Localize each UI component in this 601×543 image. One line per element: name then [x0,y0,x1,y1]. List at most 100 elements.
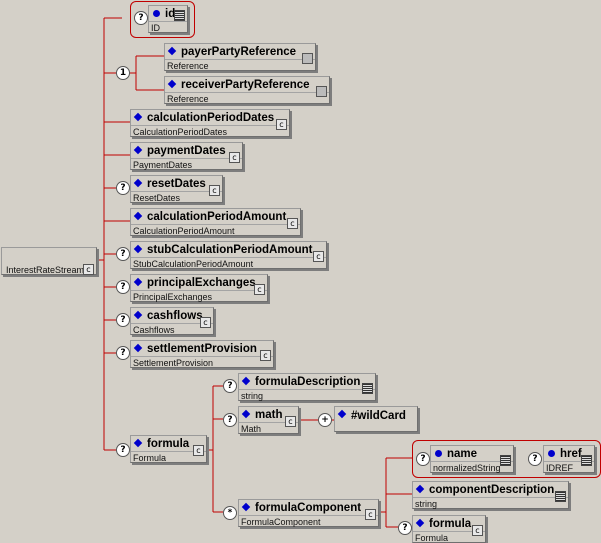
element-settlementProvision[interactable]: settlementProvision SettlementProvision … [130,340,274,368]
optional-indicator-icon: ? [116,280,130,294]
element-bullet-icon [133,211,143,221]
element-bullet-icon [133,145,143,155]
element-type: ResetDates [133,193,181,203]
element-name: componentDescription [429,484,555,496]
element-type: Formula [415,533,449,543]
complex-type-icon: c [209,185,220,196]
element-name: stubCalculationPeriodAmount [147,244,313,256]
element-href[interactable]: href IDREF [543,445,595,473]
attribute-bullet-icon [435,450,442,457]
complex-type-icon: c [83,264,94,275]
element-formulaComponent[interactable]: formulaComponent FormulaComponent c [238,499,379,527]
element-name: formula [147,438,190,450]
element-name: paymentDates [147,145,226,157]
choice-indicator-icon: 1 [116,66,130,80]
optional-indicator-icon: ? [116,313,130,327]
element-name: settlementProvision [147,343,257,355]
simple-type-icon [581,455,592,466]
element-type: string [241,391,264,401]
element-bullet-icon [337,409,347,419]
element-formula[interactable]: formula Formula c [130,435,207,463]
attribute-group-id [130,1,195,38]
simple-type-icon [555,491,566,502]
element-name-label: name [447,448,478,460]
element-bullet-icon [133,438,143,448]
complex-type-icon: c [472,525,483,536]
element-paymentDates[interactable]: paymentDates PaymentDates c [130,142,243,170]
simple-type-icon [362,383,373,394]
element-type: Reference [167,94,209,104]
element-name: calculationPeriodAmount [147,211,287,223]
element-name: cashflows [147,310,203,322]
element-name: receiverPartyReference [181,79,310,91]
element-principalExchanges[interactable]: principalExchanges PrincipalExchanges c [130,274,268,302]
element-name: math [255,409,283,421]
element-bullet-icon [133,244,143,254]
element-resetDates[interactable]: resetDates ResetDates c [130,175,223,203]
simple-type-icon [174,10,185,21]
simple-type-icon [500,455,511,466]
element-formulaDescription[interactable]: formulaDescription string [238,373,376,401]
element-id[interactable]: id ID [148,5,188,33]
element-bullet-icon [415,518,425,528]
element-bullet-icon [133,178,143,188]
element-type: Math [241,424,262,434]
element-receiverPartyReference[interactable]: receiverPartyReference Reference [164,76,330,104]
element-type: string [415,499,438,509]
optional-indicator-icon: ? [416,452,430,466]
element-name: #wildCard [351,410,406,422]
element-calculationPeriodDates[interactable]: calculationPeriodDates CalculationPeriod… [130,109,290,137]
complex-type-icon: c [254,284,265,295]
element-name[interactable]: name normalizedString [430,445,514,473]
element-bullet-icon [415,484,425,494]
element-calculationPeriodAmount[interactable]: calculationPeriodAmount CalculationPerio… [130,208,301,236]
element-name: formulaDescription [255,376,361,388]
element-name: formula [429,518,472,530]
element-name: formulaComponent [255,502,362,514]
optional-indicator-icon: ? [398,521,412,535]
complex-type-icon: c [200,317,211,328]
collapse-box-icon [316,86,327,97]
complex-type-icon: c [313,251,324,262]
complex-type-icon: c [276,119,287,130]
complex-type-icon: c [229,152,240,163]
element-type: CalculationPeriodAmount [133,226,235,236]
optional-indicator-icon: ? [116,181,130,195]
element-cashflows[interactable]: cashflows Cashflows c [130,307,214,335]
element-formula-nested[interactable]: formula Formula c [412,515,486,543]
element-wildCard[interactable]: #wildCard [334,406,418,432]
element-bullet-icon [241,409,251,419]
element-bullet-icon [241,502,251,512]
element-componentDescription[interactable]: componentDescription string [412,481,569,509]
element-type: IDREF [546,463,573,473]
element-stubCalculationPeriodAmount[interactable]: stubCalculationPeriodAmount StubCalculat… [130,241,327,269]
element-payerPartyReference[interactable]: payerPartyReference Reference [164,43,316,71]
element-name: payerPartyReference [181,46,297,58]
element-type: Reference [167,61,209,71]
element-type: Cashflows [133,325,175,335]
optional-indicator-icon: ? [116,443,130,457]
optional-indicator-icon: ? [223,413,237,427]
optional-indicator-icon: ? [116,247,130,261]
optional-indicator-icon: ? [116,346,130,360]
element-bullet-icon [167,46,177,56]
element-math[interactable]: math Math c [238,406,299,434]
element-bullet-icon [133,310,143,320]
element-bullet-icon [133,343,143,353]
element-name: resetDates [147,178,206,190]
optional-indicator-icon: ? [134,11,148,25]
element-bullet-icon [133,277,143,287]
element-type: normalizedString [433,463,501,473]
attribute-bullet-icon [153,10,160,17]
element-name: calculationPeriodDates [147,112,275,124]
collapse-box-icon [302,53,313,64]
expand-plus-icon[interactable]: + [318,413,332,427]
root-element-name: InterestRateStream [6,265,85,275]
root-element-box[interactable]: InterestRateStream c [1,247,97,275]
complex-type-icon: c [193,445,204,456]
element-type: Formula [133,453,167,463]
element-id-type: ID [151,23,160,33]
element-type: PrincipalExchanges [133,292,213,302]
complex-type-icon: c [287,218,298,229]
optional-indicator-icon: ? [528,452,542,466]
